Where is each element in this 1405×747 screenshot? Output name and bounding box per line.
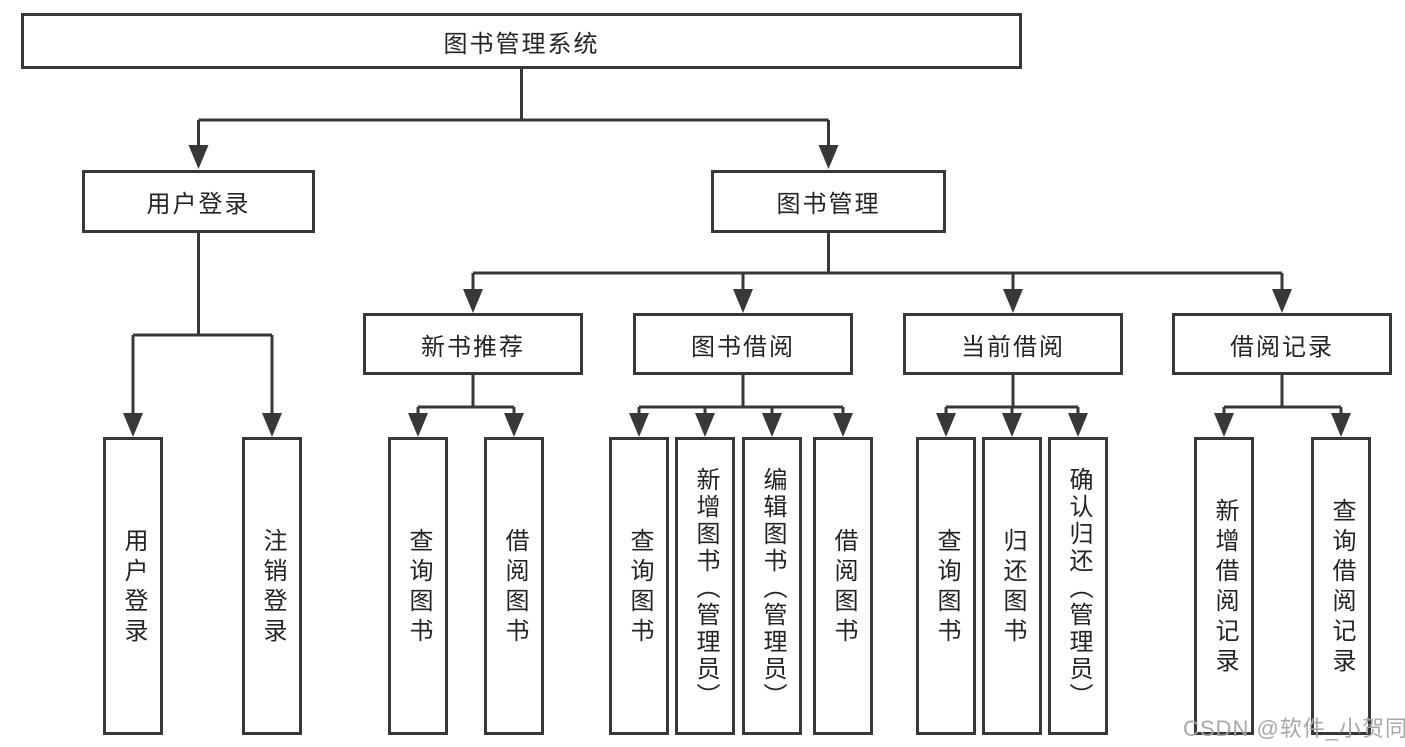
leaf-query-book-recommend: 查询图书: [388, 437, 448, 735]
node-current-borrow: 当前借阅: [903, 313, 1123, 375]
node-root-system: 图书管理系统: [21, 13, 1022, 69]
leaf-query-borrow-record: 查询借阅记录: [1311, 437, 1371, 735]
csdn-watermark: CSDN @软件_小贺同学: [1183, 716, 1405, 741]
leaf-add-book-admin: 新增图书（管理员）: [675, 437, 735, 735]
leaf-logout: 注销登录: [242, 437, 302, 735]
leaf-user-login: 用户登录: [103, 437, 163, 735]
leaf-return-book: 归还图书: [982, 437, 1042, 735]
node-user-login: 用户登录: [82, 170, 315, 233]
node-book-management: 图书管理: [711, 170, 946, 233]
leaf-edit-book-admin: 编辑图书（管理员）: [742, 437, 802, 735]
leaf-borrow-book-recommend: 借阅图书: [484, 437, 544, 735]
leaf-borrow-book: 借阅图书: [813, 437, 873, 735]
leaf-add-borrow-record: 新增借阅记录: [1194, 437, 1254, 735]
leaf-confirm-return-admin: 确认归还（管理员）: [1048, 437, 1108, 735]
leaf-query-book-current: 查询图书: [916, 437, 976, 735]
node-borrow-records: 借阅记录: [1172, 313, 1392, 375]
node-book-borrow: 图书借阅: [633, 313, 853, 375]
leaf-query-book-borrow: 查询图书: [609, 437, 669, 735]
node-new-book-recommend: 新书推荐: [363, 313, 583, 375]
arrowhead-group: [123, 145, 1351, 437]
